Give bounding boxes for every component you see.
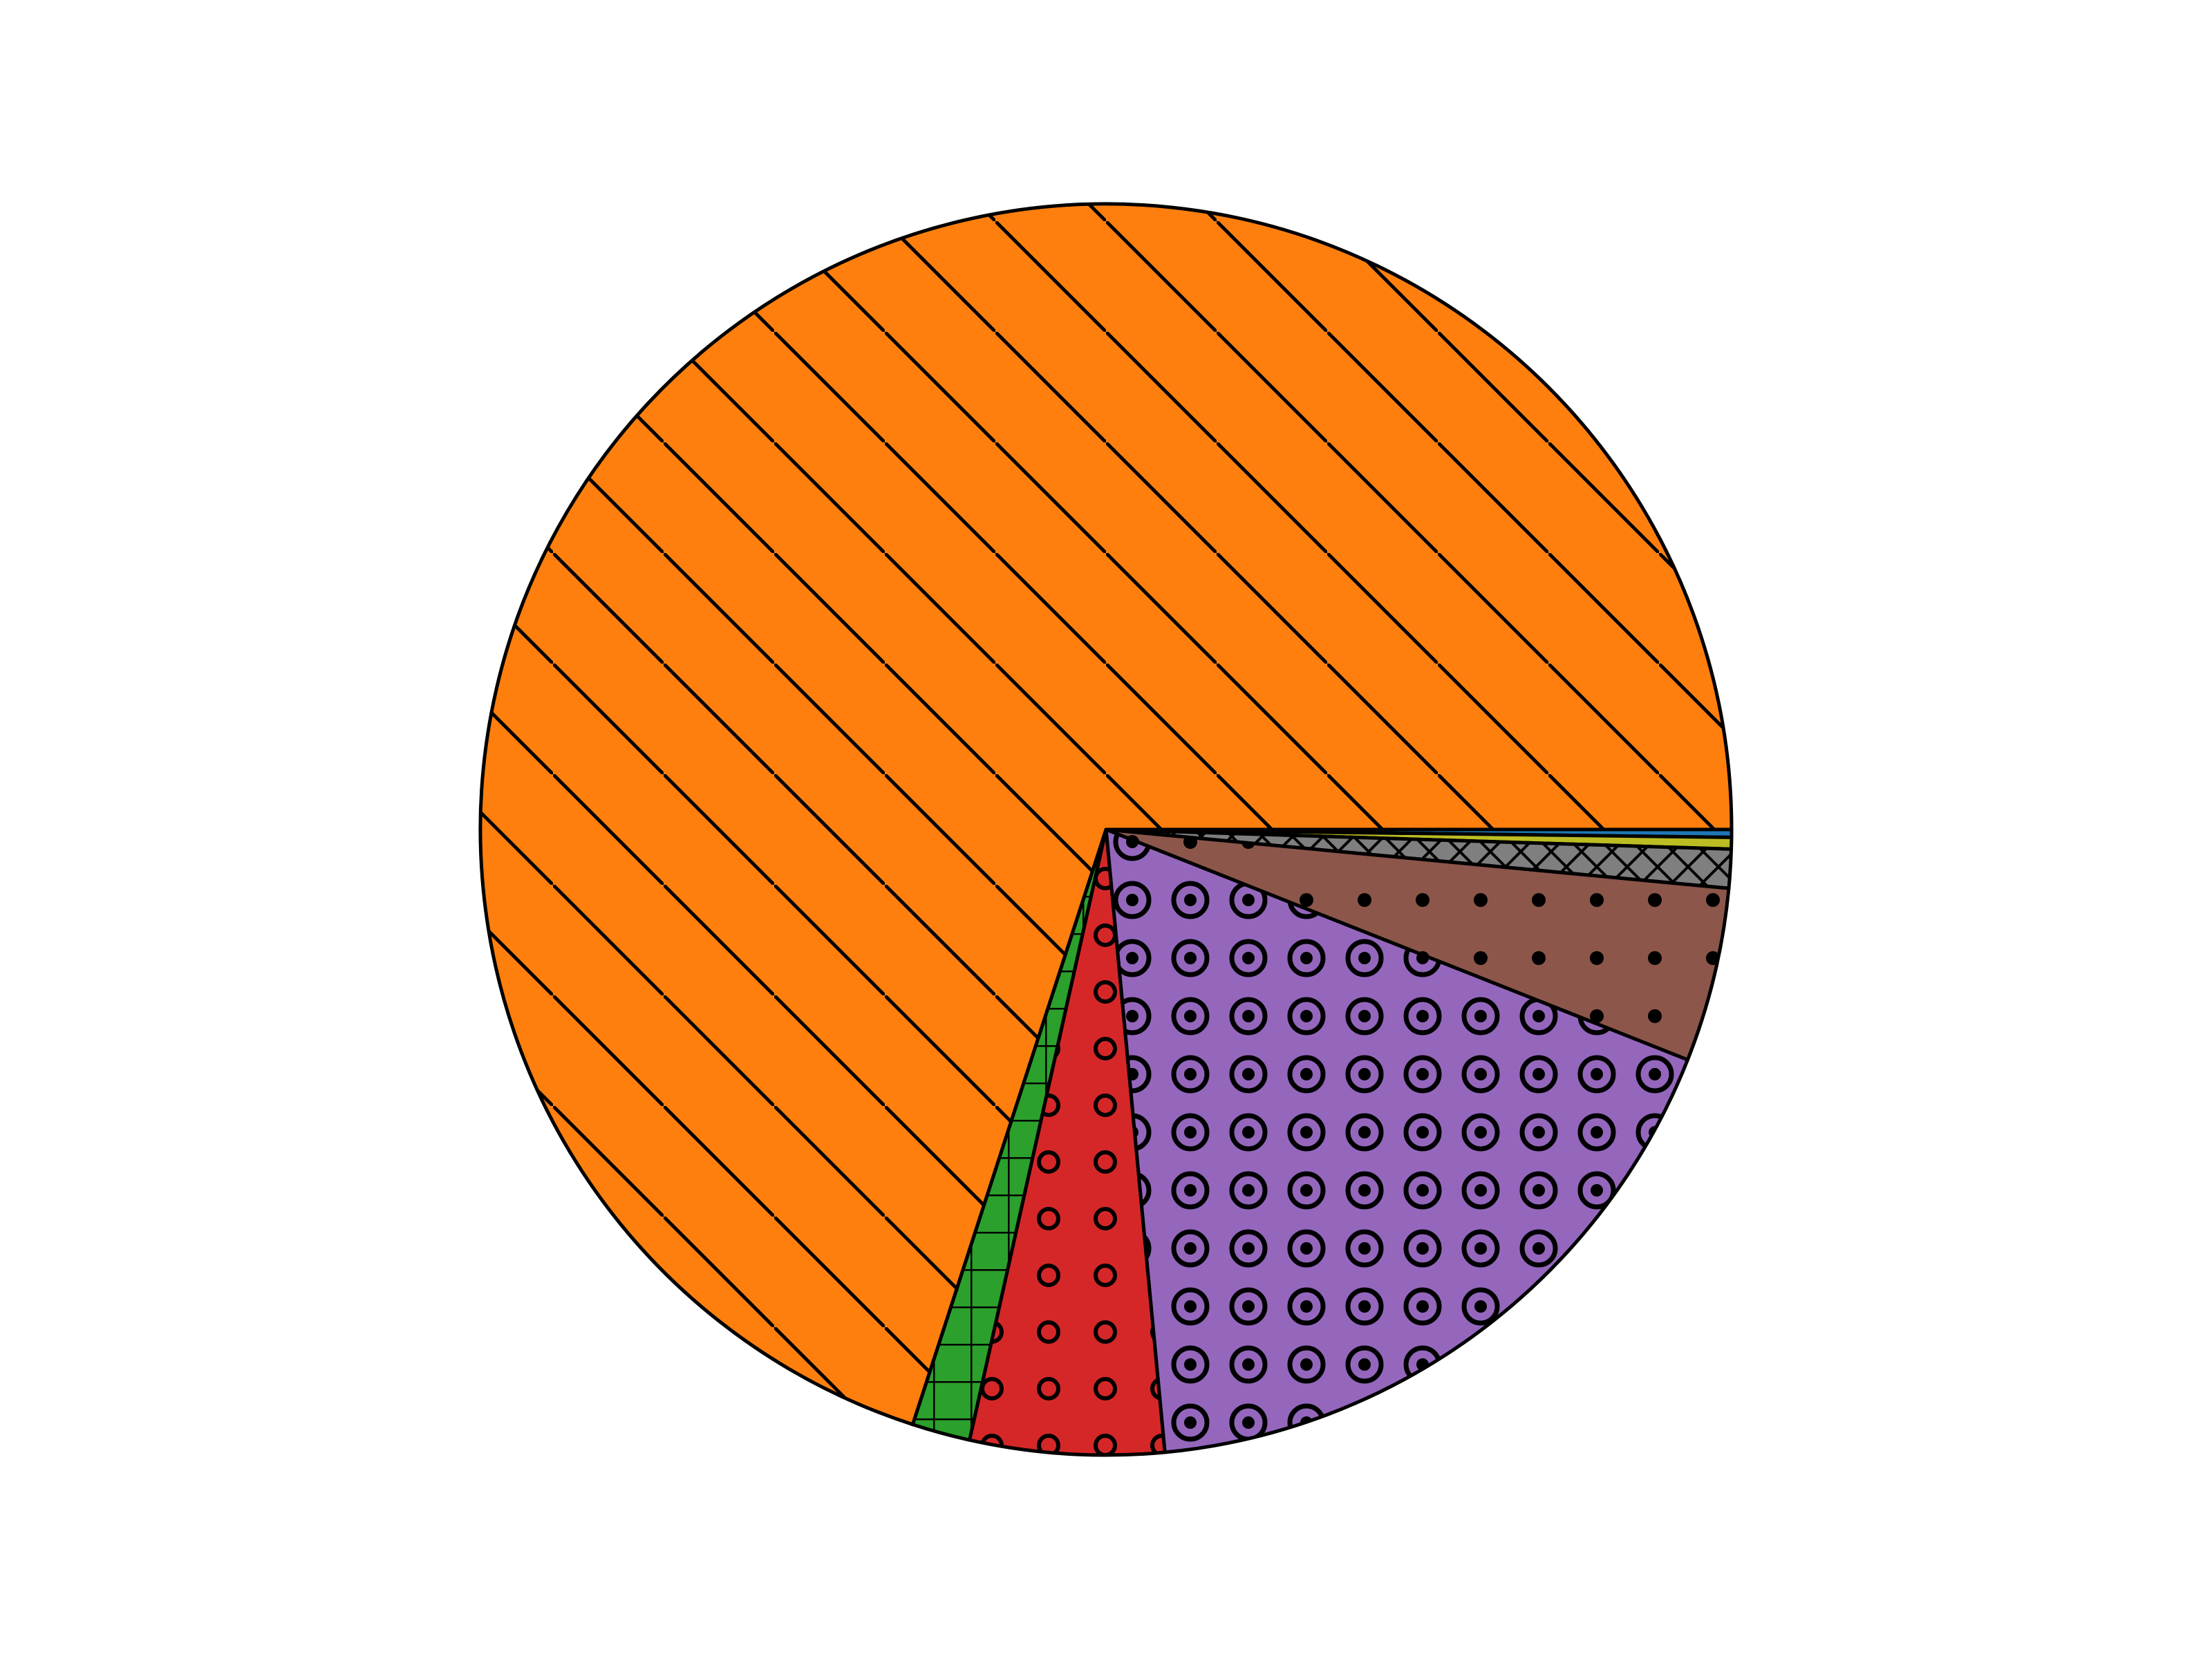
- pie-slice-hatch-5: [969, 830, 1165, 1455]
- pie-slice-edge-3: [1104, 827, 1731, 1062]
- pie-slice-edge-4: [1104, 827, 1689, 1454]
- pie-slice-4: [1104, 827, 1689, 1454]
- pie-slice-hatch-4: [1106, 830, 1688, 1452]
- pie-slice-edge-5: [968, 827, 1167, 1457]
- pie-slice-7: [478, 202, 1734, 1427]
- pie-slice-edge-7: [478, 202, 1734, 1427]
- pie-slice-3: [1104, 827, 1731, 1062]
- pie-slice-hatch-7: [480, 204, 1732, 1425]
- pie-slice-hatch-3: [1106, 830, 1729, 1060]
- pie-slice-5: [968, 827, 1167, 1457]
- pie-slices: [478, 202, 1734, 1457]
